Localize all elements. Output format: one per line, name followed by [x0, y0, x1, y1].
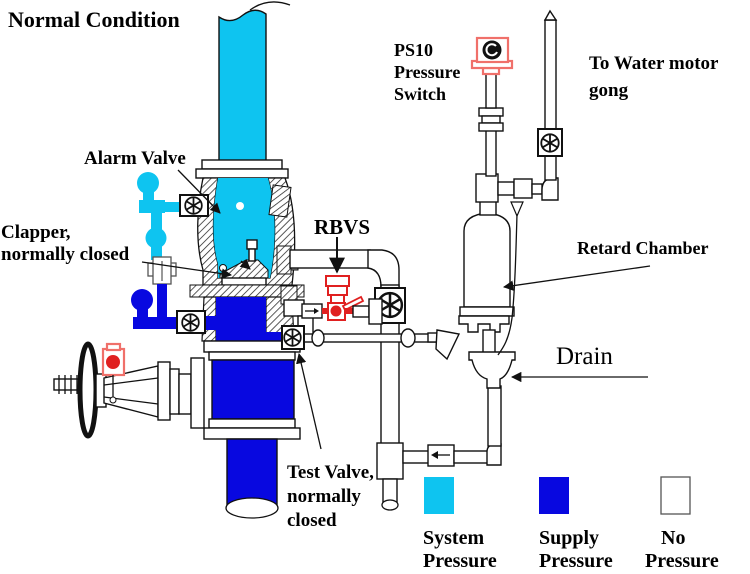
clapper-seat [221, 277, 267, 286]
clapper-label: Clapper, [1, 222, 71, 243]
alarm-valve-arrow [177, 169, 221, 214]
ps10-label: Pressure [394, 62, 460, 82]
coupling [400, 328, 416, 348]
legend-label: No [661, 527, 685, 549]
test-valve-arrow [296, 352, 322, 450]
test-valve-label: Test Valve, [287, 462, 374, 483]
legend-swatch-system [424, 477, 454, 514]
flow-arrow-icon [431, 451, 438, 459]
outlet-flange [276, 245, 292, 275]
drain-funnel [468, 351, 516, 389]
system-pressure-gauge [137, 172, 209, 260]
rbvs-assembly [280, 275, 383, 337]
tube-arrow-icon [510, 201, 524, 218]
gauge-icon [137, 172, 159, 194]
valve-lever [341, 295, 365, 312]
test-valve-line [281, 325, 461, 361]
ps10-label: Switch [394, 84, 446, 104]
clapper-pointer [239, 258, 251, 270]
elbow [283, 299, 305, 317]
funnel-drop-pipe [487, 385, 502, 447]
gong-label: gong [589, 80, 629, 101]
open-pipe-end [543, 9, 558, 21]
ps10-pressure-switch [470, 36, 514, 177]
main-control-valve [53, 341, 205, 439]
clapper-label: normally closed [1, 244, 130, 265]
ps10-label: PS10 [394, 40, 433, 60]
legend-label: Pressure [645, 550, 719, 572]
valve-handwheel-icon [283, 328, 302, 347]
legend-swatch-supply [539, 477, 569, 514]
gauge-test-fitting [147, 256, 177, 285]
sensing-tube [497, 213, 518, 356]
hinge-boss [268, 184, 292, 218]
page-title: Normal Condition [8, 7, 180, 32]
retard-chamber-arrow [502, 265, 651, 291]
valve-handwheel-icon [540, 133, 560, 153]
manifold-tee [475, 173, 499, 203]
clapper-bolt [248, 248, 256, 262]
legend: System Pressure Supply Pressure No Press… [423, 476, 719, 572]
retard-chamber-group [458, 173, 543, 389]
gong-label: To Water motor [589, 53, 719, 74]
coupling [311, 329, 325, 347]
drain-tee [376, 442, 404, 480]
valve-handwheel-icon [184, 196, 203, 215]
drain-label: Drain [556, 343, 613, 370]
drain-spout [435, 329, 461, 361]
elbow [486, 443, 502, 466]
legend-label: Supply [539, 527, 599, 549]
rbvs-label: RBVS [314, 215, 370, 239]
riser-flange [195, 168, 289, 179]
supply-pipe [226, 438, 278, 508]
alarm-valve-label: Alarm Valve [84, 148, 186, 169]
gauge-valve-ball [145, 227, 167, 249]
retard-chamber-label: Retard Chamber [577, 238, 708, 258]
pipe-break-icon [381, 499, 399, 511]
retard-chamber [463, 212, 511, 308]
elbow [541, 177, 559, 201]
alarm-outlet-pipe [289, 249, 371, 269]
supply-gate-valve [203, 340, 301, 519]
riser-flange [201, 159, 283, 170]
test-valve-label: normally [287, 486, 361, 507]
valve-handwheel-icon [181, 313, 200, 332]
test-valve-label: closed [287, 510, 337, 531]
tee-fitting [513, 178, 533, 199]
supply-pressure-gauge [131, 284, 216, 334]
flow-arrow-icon [314, 308, 319, 314]
clapper-hinge-pin [219, 264, 227, 272]
legend-label: System [423, 527, 484, 549]
tamper-switch-indicator [106, 355, 120, 369]
bolt-hole [236, 202, 244, 210]
switch-dial-icon [482, 40, 502, 60]
pipe-break-icon [225, 497, 279, 519]
clapper-arrow [141, 261, 233, 279]
riser-tap-fitting [368, 298, 383, 325]
clapper-bolt [246, 239, 258, 250]
handwheel-icon [77, 341, 99, 439]
legend-label: Pressure [539, 550, 613, 572]
leader-arrows [141, 169, 651, 450]
gong-line [537, 9, 563, 201]
pipe-break-icon [249, 1, 291, 11]
elbow [367, 249, 400, 288]
gauge-icon [131, 289, 153, 311]
union-fitting [478, 107, 504, 117]
legend-swatch-none [660, 476, 691, 515]
system-riser-pipe [195, 1, 291, 179]
legend-label: Pressure [423, 550, 497, 572]
rbvs-actuator [325, 275, 350, 287]
chamber-bracket [458, 315, 510, 333]
